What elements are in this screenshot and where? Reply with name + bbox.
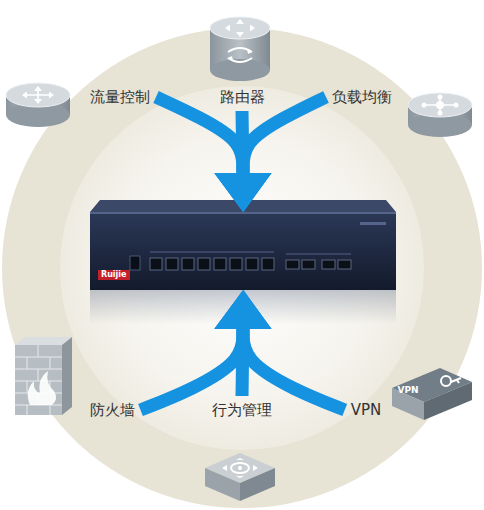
node-text: VPN: [349, 400, 384, 420]
firewall-icon: [15, 337, 72, 415]
ethernet-ports-part: [338, 260, 351, 269]
ethernet-ports-part: [150, 258, 162, 270]
load-balancer-icon-part: [422, 103, 427, 108]
gateway-box: Ruijie: [90, 212, 396, 290]
ethernet-ports-part: [198, 258, 210, 270]
router-icon-part: [210, 17, 270, 39]
flow-arrow: [243, 329, 345, 410]
ethernet-ports-part: [214, 258, 226, 270]
ethernet-ports: [150, 258, 351, 270]
device-top: [90, 200, 396, 212]
device-reflection: [90, 290, 396, 324]
outer-ring: [2, 28, 482, 508]
node-text: 流量控制: [88, 87, 152, 107]
ethernet-ports-part: [322, 260, 335, 269]
router-icon-part: [228, 48, 252, 62]
gateway-device-part: [130, 256, 140, 270]
gateway-device: [90, 200, 396, 324]
management-icon-part: [238, 466, 242, 470]
inner-disc: [60, 86, 424, 450]
node-text: 防火墙: [88, 400, 137, 420]
node-text: 路由器: [218, 87, 267, 107]
flow-arrow: [141, 329, 244, 410]
load-balancer-icon-part: [436, 101, 444, 109]
gateway-device-part: [360, 222, 386, 225]
router-icon-part: [27, 90, 49, 100]
function-label: VPN: [349, 400, 384, 420]
ethernet-ports-part: [262, 258, 274, 270]
brand-logo: Ruijie: [98, 270, 130, 280]
background-disc: [2, 28, 482, 508]
load-balancer-icon-part: [438, 95, 443, 100]
management-icon: [205, 453, 275, 501]
ethernet-ports-part: [286, 260, 299, 269]
ethernet-ports-part: [246, 258, 258, 270]
ethernet-ports-part: [230, 258, 242, 270]
device-front: [90, 212, 396, 290]
vpn-icon-part: [441, 376, 451, 386]
router-icon-part: [22, 86, 54, 104]
management-icon-part: [231, 463, 249, 473]
node-text: 负载均衡: [330, 87, 394, 107]
firewall-icon-part: [15, 345, 62, 415]
gateway-device-part: [90, 212, 396, 214]
load-balancer-icon-part: [454, 103, 459, 108]
ethernet-ports-part: [302, 260, 315, 269]
function-label: 防火墙: [88, 400, 137, 420]
ethernet-ports-part: [166, 258, 178, 270]
router-icon-part: [225, 19, 255, 37]
router-icon: [6, 83, 70, 127]
flow-arrow: [243, 97, 326, 173]
vpn-icon-part: [451, 378, 461, 383]
vpn-icon: [392, 368, 472, 420]
gateway-device-part: [150, 252, 351, 254]
ethernet-ports-part: [182, 258, 194, 270]
load-balancer-icon-part: [408, 93, 472, 117]
router-icon-part: [6, 83, 70, 107]
firewall-icon-part: [15, 337, 72, 345]
flow-arrow: [156, 97, 243, 173]
function-label: 路由器: [218, 87, 267, 107]
load-balancer-icon-part: [438, 111, 443, 116]
load-balancer-icon: [408, 93, 472, 137]
management-icon-part: [222, 458, 258, 478]
function-label: 行为管理: [210, 400, 274, 420]
function-label: 负载均衡: [330, 87, 394, 107]
vpn-icon-part: [424, 382, 472, 420]
function-label: 流量控制: [88, 87, 152, 107]
node-text: 行为管理: [210, 400, 274, 420]
firewall-icon-part: [62, 337, 72, 415]
icon-caption: VPN: [397, 386, 418, 396]
router-icon: [210, 17, 270, 81]
router-icon-part: [228, 49, 252, 61]
firewall-icon-part: [28, 371, 56, 405]
